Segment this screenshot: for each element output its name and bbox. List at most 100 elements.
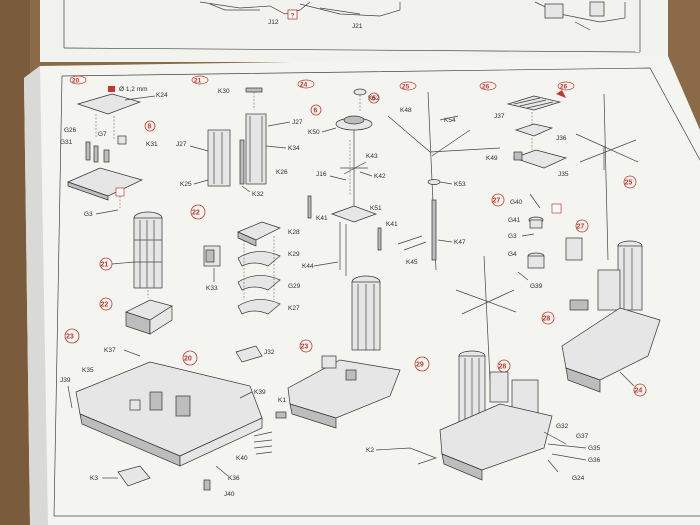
part-label-g39: G39 <box>530 283 543 290</box>
step-20: 20 <box>72 78 80 85</box>
part-label-k44: K44 <box>302 263 314 270</box>
warning-mark: ? <box>291 13 295 20</box>
part-label-k49: K49 <box>486 155 498 162</box>
part-label-g31: G31 <box>60 139 73 146</box>
part-label-k1: K1 <box>278 397 286 404</box>
warning-mark-box <box>287 9 298 20</box>
step-25: 25 <box>402 84 410 91</box>
part-label-k24: K24 <box>156 92 168 99</box>
part-label-g36: G36 <box>588 457 601 464</box>
step-24-diagram: K52 6 6 K50 K43 K42 J16 K51 K41 K41 K44 <box>287 88 401 429</box>
part-label-k29: K29 <box>288 251 300 258</box>
part-label-j39: J39 <box>60 377 71 384</box>
drill-icon <box>108 86 115 92</box>
callout-6b: 6 <box>372 96 376 103</box>
part-label-j16: J16 <box>316 171 327 178</box>
step-23-diagram: 23 K37 K35 J39 20 J32 K39 K1 K40 K36 K3 … <box>60 328 287 498</box>
page-gutter-shadow <box>24 66 48 525</box>
part-label-g24: G24 <box>572 475 585 482</box>
part-label-k41: K41 <box>316 215 328 222</box>
step-26b: 26 <box>560 84 568 91</box>
callout-28: 28 <box>499 364 507 371</box>
part-label-j37: J37 <box>494 113 505 120</box>
part-label-k36: K36 <box>228 475 240 482</box>
part-label-k33: K33 <box>206 285 218 292</box>
part-label-j12: J12 <box>268 19 279 26</box>
part-label-k39: K39 <box>254 389 266 396</box>
part-label-k28: K28 <box>288 229 300 236</box>
part-label-k32: K32 <box>252 191 264 198</box>
step-27-diagram: 27 G40 G41 G3 G4 G39 <box>491 193 562 290</box>
part-label-k25: K25 <box>180 181 192 188</box>
callout-25: 25 <box>625 180 633 187</box>
step-25-diagram: K48 K54 K49 K53 K47 K45 <box>387 91 501 271</box>
part-label-g41: G41 <box>508 217 521 224</box>
part-label-k37: K37 <box>104 347 116 354</box>
part-label-g29: G29 <box>288 283 301 290</box>
callout-20: 20 <box>184 356 192 363</box>
part-label-k26: K26 <box>276 169 288 176</box>
part-label-k51: K51 <box>370 205 382 212</box>
callout-28b: 28 <box>543 316 551 323</box>
callout-22: 22 <box>101 302 109 309</box>
step-21-diagram: K30 J27 K34 J27 K26 K25 K32 <box>176 87 303 198</box>
part-label-k2: K2 <box>366 447 374 454</box>
callout-23: 23 <box>301 344 309 351</box>
callout-6a: 6 <box>314 108 318 115</box>
step-29-diagram: 29 28 K2 G32 G37 G35 G36 G24 <box>366 255 601 482</box>
part-label-k54: K54 <box>444 117 456 124</box>
part-label-j27b: J27 <box>176 141 187 148</box>
callout-8: 8 <box>148 124 152 131</box>
funnel-21: 21 22 <box>99 211 173 335</box>
callout-22-main: 22 <box>192 210 200 217</box>
step-22-diagram: 22 K28 K29 G29 K27 K33 <box>190 204 301 315</box>
part-label-k42: K42 <box>374 173 386 180</box>
part-label-j21: J21 <box>352 23 363 30</box>
part-label-k45: K45 <box>406 259 418 266</box>
part-label-k48: K48 <box>400 107 412 114</box>
part-label-k47: K47 <box>454 239 466 246</box>
part-label-j40: J40 <box>224 491 235 498</box>
part-label-g7: G7 <box>98 131 107 138</box>
part-label-k35: K35 <box>82 367 94 374</box>
part-label-k34: K34 <box>288 145 300 152</box>
part-label-k43: K43 <box>366 153 378 160</box>
upper-page: ? J12 J21 <box>40 0 668 62</box>
callout-27b: 27 <box>577 224 585 231</box>
callout-21: 21 <box>101 262 109 269</box>
part-label-k53: K53 <box>454 181 466 188</box>
step-26a-diagram: J37 J36 J35 <box>494 90 569 178</box>
callout-23-main: 23 <box>66 334 74 341</box>
step-21: 21 <box>194 78 202 85</box>
callout-27: 27 <box>493 198 501 205</box>
step-numbers: 20 21 24 25 26 26 <box>69 75 575 91</box>
part-label-j36: J36 <box>556 135 567 142</box>
part-label-g3b: G3 <box>508 233 517 240</box>
part-label-k41b: K41 <box>386 221 398 228</box>
part-label-g4: G4 <box>508 251 517 258</box>
drill-note: Ø 1,2 mm <box>119 86 148 93</box>
step-26b-diagram: 25 27 28 24 <box>541 93 661 397</box>
part-label-j27: J27 <box>292 119 303 126</box>
part-label-k3: K3 <box>90 475 98 482</box>
part-label-k40: K40 <box>236 455 248 462</box>
part-label-g37: G37 <box>576 433 589 440</box>
part-label-g40: G40 <box>510 199 523 206</box>
callout-24: 24 <box>635 388 643 395</box>
part-label-k50: K50 <box>308 129 320 136</box>
part-label-j35: J35 <box>558 171 569 178</box>
callout-29: 29 <box>416 362 424 369</box>
part-label-k30: K30 <box>218 88 230 95</box>
part-label-g26: G26 <box>64 127 77 134</box>
step-20-diagram: Ø 1,2 mm K24 G26 G7 G31 8 K31 G3 <box>60 86 168 218</box>
part-label-k31: K31 <box>146 141 158 148</box>
part-label-g35: G35 <box>588 445 601 452</box>
part-label-g32: G32 <box>556 423 569 430</box>
step-24: 24 <box>300 82 308 89</box>
part-label-g3: G3 <box>84 211 93 218</box>
step-26a: 26 <box>482 84 490 91</box>
part-label-k27: K27 <box>288 305 300 312</box>
part-label-k52: K52 <box>368 95 380 102</box>
part-label-j32: J32 <box>264 349 275 356</box>
